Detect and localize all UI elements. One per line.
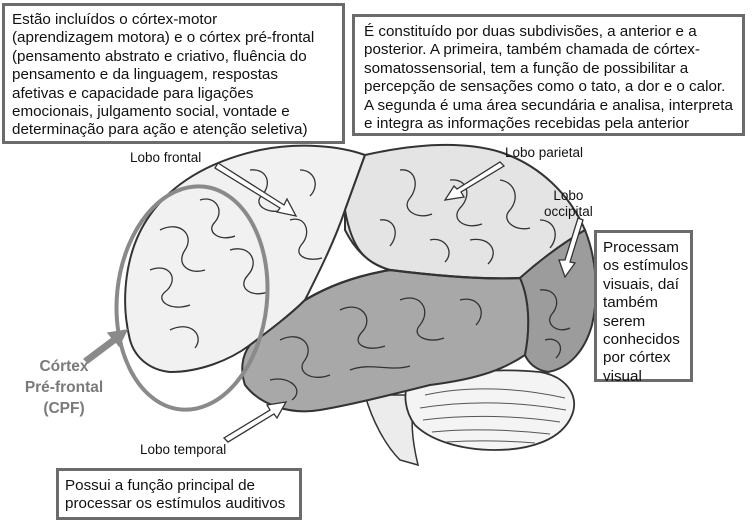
- temporal-description-text: Possui a função principal de processar o…: [65, 477, 286, 513]
- parietal-arrow: [443, 161, 506, 201]
- frontal-description-box: Estão incluídos o córtex-motor (aprendiz…: [2, 3, 345, 144]
- cerebellum: [404, 369, 575, 451]
- occipital-arrow: [558, 217, 584, 279]
- temporal-arrow: [222, 401, 288, 443]
- occipital-lobe-label: Lobo occipital: [544, 188, 593, 219]
- cpf-ellipse: [114, 184, 270, 412]
- parietal-lobe-label: Lobo parietal: [505, 145, 584, 160]
- pointer-arrows: [83, 161, 584, 443]
- sulci: [149, 169, 571, 401]
- cpf-label: Córtex Pré-frontal (CPF): [24, 358, 104, 417]
- parietal-description-box: É constituído por duas subdivisões, a an…: [352, 14, 745, 136]
- frontal-lobe-label: Lobo frontal: [130, 150, 202, 165]
- temporal-description-box: Possui a função principal de processar o…: [56, 468, 302, 520]
- temporal-lobe-label: Lobo temporal: [140, 442, 227, 457]
- frontal-lobe: [124, 144, 367, 374]
- cpf-arrow: [83, 329, 129, 364]
- frontal-arrow: [214, 162, 298, 217]
- occipital-description-box: Processam os estímulos visuais, daí tamb…: [594, 230, 693, 385]
- parietal-description-text: É constituído por duas subdivisões, a an…: [364, 23, 733, 133]
- frontal-description-text: Estão incluídos o córtex-motor (aprendiz…: [12, 11, 315, 139]
- occipital-description-text: Processam os estímulos visuais, daí tamb…: [603, 239, 689, 385]
